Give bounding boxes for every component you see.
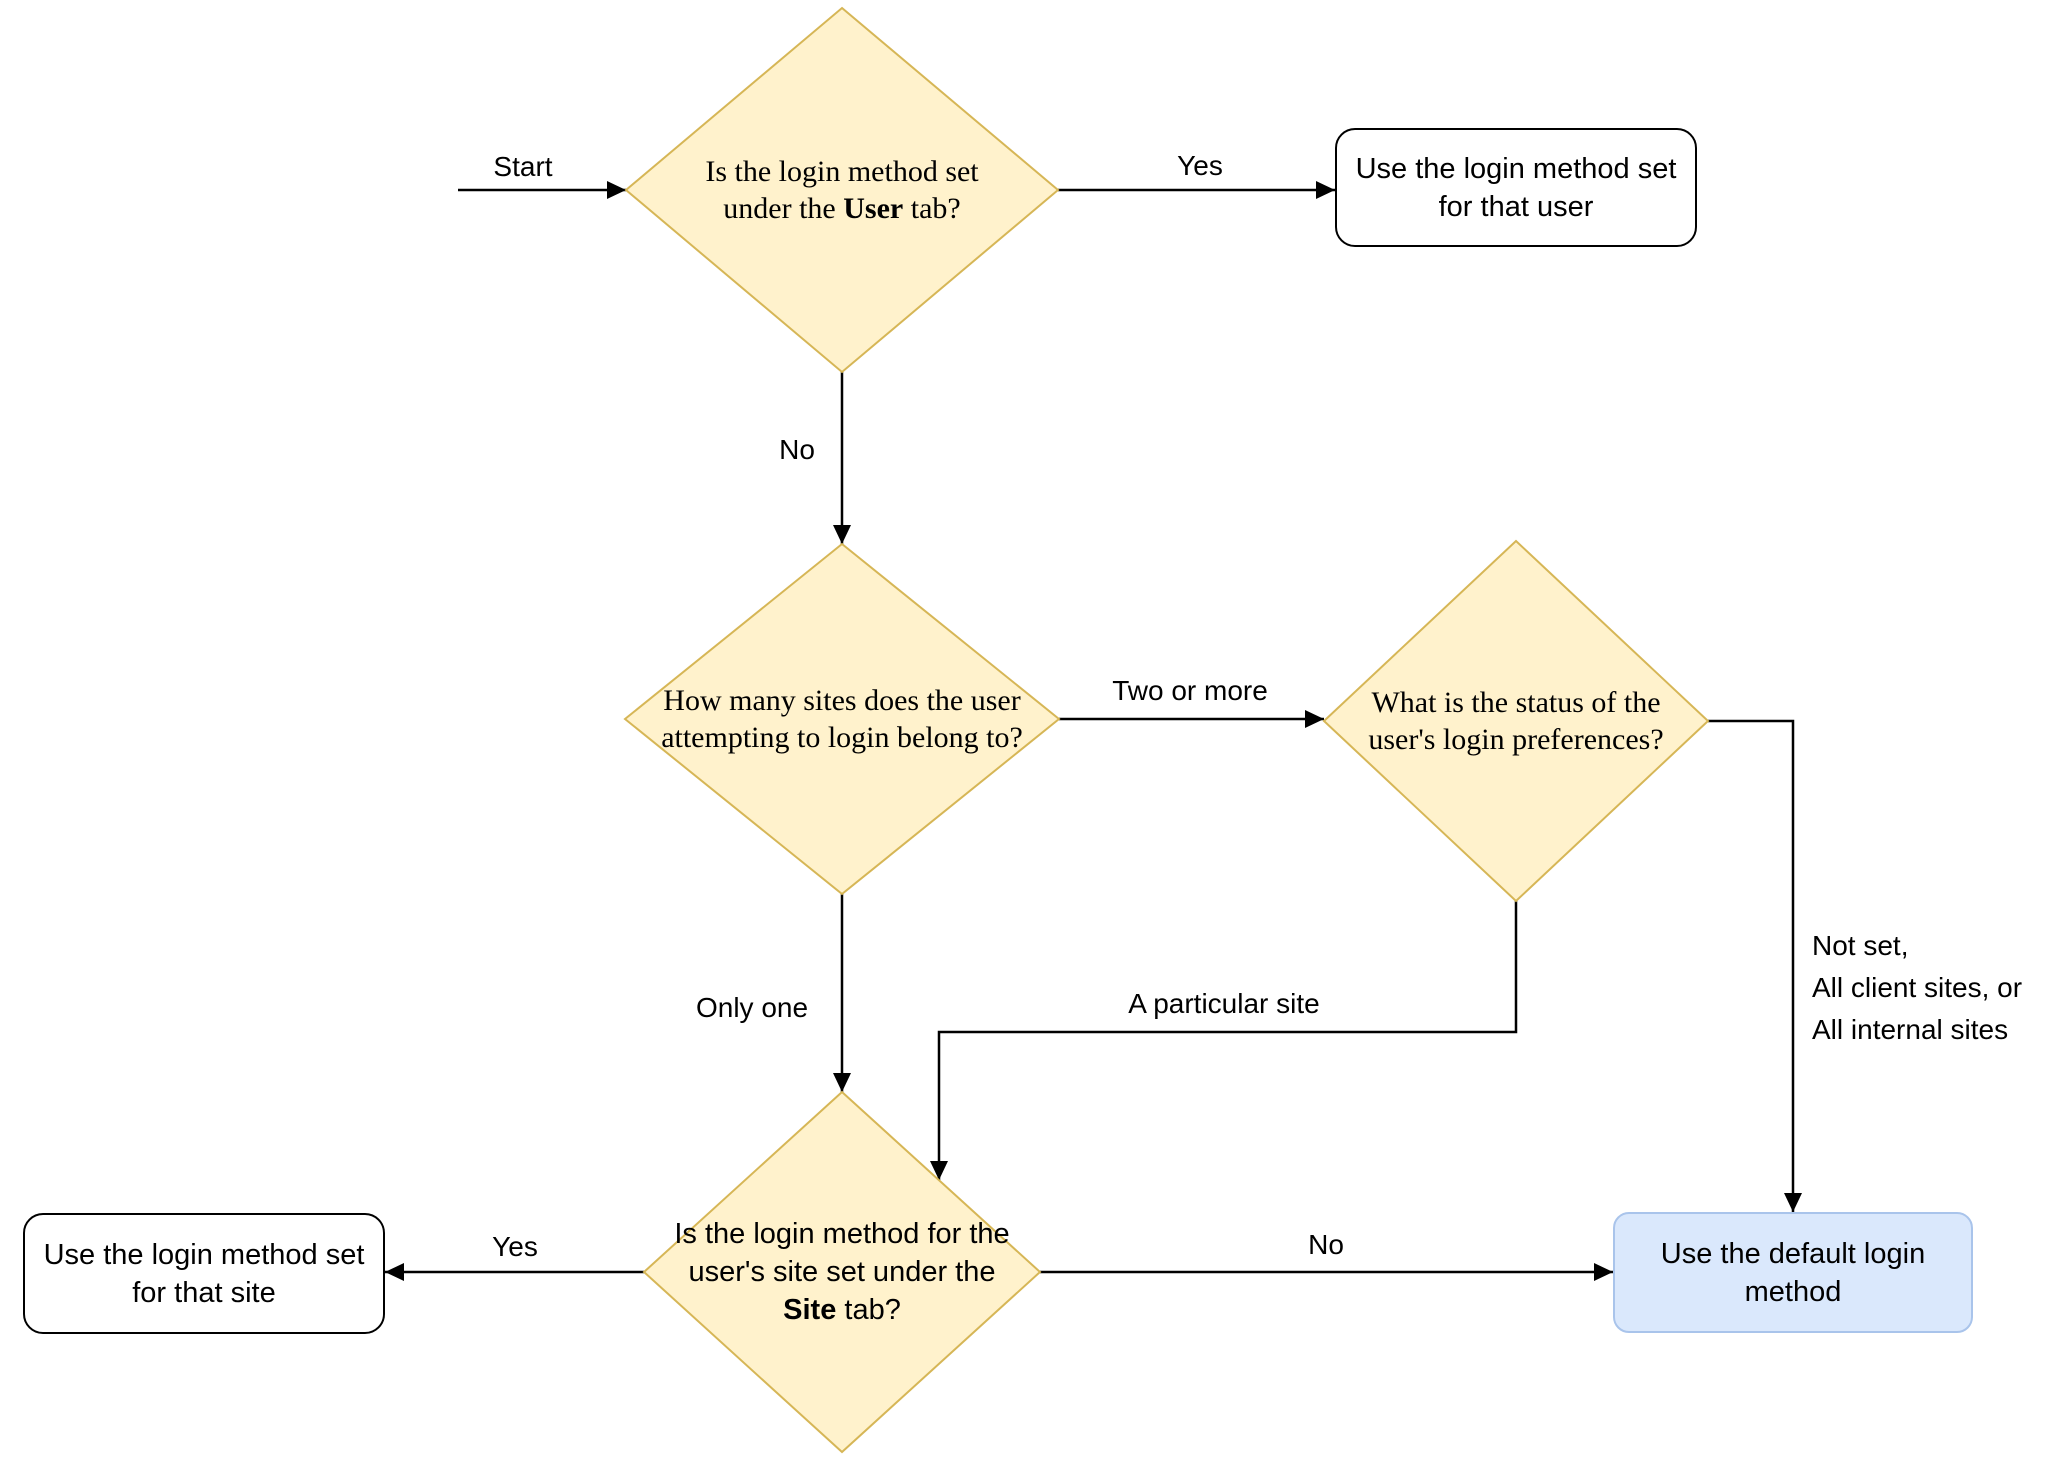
- decision-user-tab-diamond: [624, 6, 1060, 374]
- decision-site-count-text: How many sites does the user attempting …: [661, 684, 1023, 754]
- decision-user-tab-text-bold: User: [843, 192, 904, 225]
- decision-site-tab-text-bold: Site: [783, 1294, 837, 1326]
- label-start: Start: [489, 150, 557, 184]
- label-only-one: Only one: [691, 991, 813, 1025]
- result-default-login-box: Use the default login method: [1613, 1212, 1973, 1333]
- label-two-or-more: Two or more: [1108, 674, 1272, 708]
- decision-login-preference-diamond: [1322, 539, 1710, 903]
- decision-user-tab-text-after: tab?: [903, 192, 961, 225]
- label-yes-user: Yes: [1173, 149, 1227, 183]
- edge-a-particular-site: [930, 901, 1518, 1180]
- label-yes-site: Yes: [488, 1230, 542, 1264]
- result-default-login-text: Use the default login method: [1660, 1237, 1926, 1308]
- decision-site-tab-text: Is the login method for the user's site …: [667, 1182, 1017, 1362]
- result-user-login-text: Use the login method set for that user: [1355, 152, 1677, 223]
- label-no-site: No: [1304, 1228, 1348, 1262]
- decision-site-tab-text-before: Is the login method for the user's site …: [674, 1218, 1010, 1288]
- label-no-user: No: [775, 433, 819, 467]
- decision-user-tab-text-before: Is the login method set under the: [705, 155, 979, 225]
- label-not-set: Not set, All client sites, or All intern…: [1812, 930, 2023, 1045]
- result-site-login-text: Use the login method set for that site: [43, 1238, 365, 1309]
- decision-site-tab-diamond: [642, 1090, 1042, 1454]
- decision-login-preference-text: What is the status of the user's login p…: [1368, 686, 1664, 756]
- decision-user-tab-text: Is the login method set under the User t…: [677, 100, 1007, 280]
- result-site-login-box: Use the login method set for that site: [23, 1213, 385, 1334]
- decision-site-tab-text-after: tab?: [836, 1294, 901, 1326]
- decision-site-count-diamond: [623, 542, 1061, 896]
- result-user-login-box: Use the login method set for that user: [1335, 128, 1697, 247]
- edge-not-set: [1708, 719, 1802, 1212]
- label-a-particular-site: A particular site: [1124, 987, 1324, 1021]
